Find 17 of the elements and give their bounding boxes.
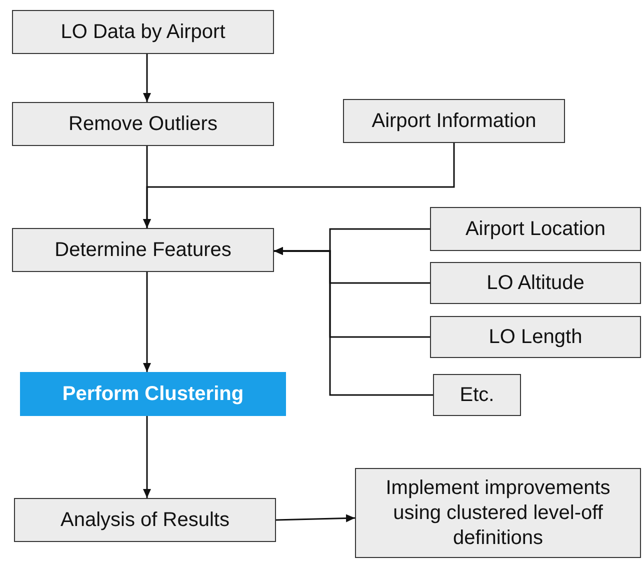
process-box: Analysis of Results: [14, 498, 276, 542]
process-box: LO Length: [430, 316, 641, 358]
arrow: [143, 272, 151, 372]
arrow: [143, 416, 151, 498]
process-box: Remove Outliers: [12, 102, 274, 146]
process-box: LO Data by Airport: [12, 10, 274, 54]
process-box: LO Altitude: [430, 262, 641, 304]
process-box: Determine Features: [12, 228, 274, 272]
arrow: [143, 54, 151, 102]
process-box: Implement improvements using clustered level-off definitions: [355, 468, 641, 558]
process-box: Perform Clustering: [20, 372, 286, 416]
arrow: [143, 143, 455, 228]
arrow: [274, 247, 433, 396]
process-box: Airport Location: [430, 207, 641, 251]
process-box: Etc.: [433, 374, 521, 416]
process-box: Airport Information: [343, 99, 565, 143]
arrow: [276, 514, 356, 522]
